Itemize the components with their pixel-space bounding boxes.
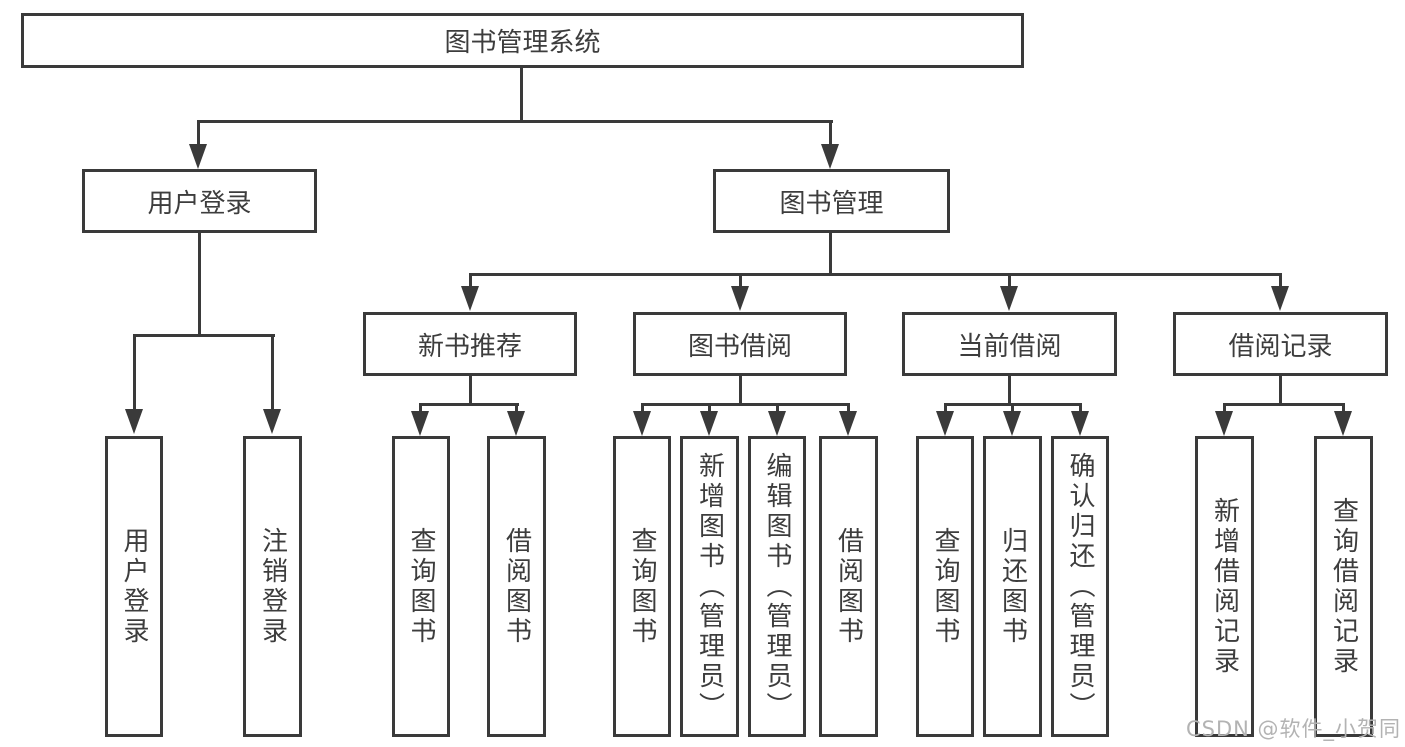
node-current-borrow: 当前借阅 [902, 312, 1117, 376]
connector-line [133, 334, 136, 412]
connector-line [1079, 403, 1082, 415]
arrow-down-icon [411, 411, 429, 436]
connector-line [847, 403, 850, 415]
connector-line [1011, 403, 1014, 415]
connector-line [469, 374, 472, 406]
connector-line [1279, 374, 1282, 406]
node-user-login: 用户登录 [82, 169, 317, 233]
leaf-borrow-query-books: 查询图书 [613, 436, 671, 737]
connector-line [829, 120, 832, 148]
connector-line [197, 120, 200, 148]
arrow-down-icon [731, 286, 749, 311]
connector-line [469, 273, 472, 289]
arrow-down-icon [1271, 286, 1289, 311]
connector-line [419, 403, 519, 406]
connector-line [641, 403, 850, 406]
node-book-management: 图书管理 [713, 169, 950, 233]
connector-line [776, 403, 779, 415]
leaf-add-borrow-record: 新增借阅记录 [1195, 436, 1254, 737]
arrow-down-icon [1000, 286, 1018, 311]
connector-line [198, 232, 201, 337]
arrow-down-icon [700, 411, 718, 436]
connector-line [1223, 403, 1345, 406]
arrow-down-icon [461, 286, 479, 311]
leaf-query-borrow-record: 查询借阅记录 [1314, 436, 1373, 737]
connector-line [197, 120, 833, 123]
leaf-edit-books-admin: 编辑图书（管理员） [748, 436, 806, 737]
connector-line [829, 232, 832, 276]
connector-line [1342, 403, 1345, 415]
connector-line [641, 403, 644, 415]
leaf-logout-login: 注销登录 [243, 436, 302, 737]
arrow-down-icon [507, 411, 525, 436]
node-new-book-recommend: 新书推荐 [363, 312, 577, 376]
csdn-watermark: CSDN @软件_小贺同学 [1186, 717, 1402, 741]
node-borrow-records: 借阅记录 [1173, 312, 1388, 376]
arrow-down-icon [839, 411, 857, 436]
connector-line [1279, 273, 1282, 289]
connector-line [739, 273, 742, 289]
arrow-down-icon [263, 409, 281, 434]
leaf-recommend-borrow-books: 借阅图书 [487, 436, 546, 737]
connector-line [708, 403, 711, 415]
connector-line [515, 403, 518, 415]
connector-line [944, 403, 947, 415]
leaf-recommend-query-books: 查询图书 [392, 436, 450, 737]
arrow-down-icon [633, 411, 651, 436]
leaf-borrow-borrow-books: 借阅图书 [819, 436, 878, 737]
node-book-borrow: 图书借阅 [633, 312, 847, 376]
leaf-user-login: 用户登录 [105, 436, 163, 737]
connector-line [1008, 273, 1011, 289]
arrow-down-icon [1003, 411, 1021, 436]
connector-line [469, 273, 1282, 276]
connector-line [739, 374, 742, 406]
leaf-confirm-return-admin: 确认归还（管理员） [1051, 436, 1109, 737]
arrow-down-icon [189, 144, 207, 169]
connector-line [1223, 403, 1226, 415]
arrow-down-icon [125, 409, 143, 434]
node-root: 图书管理系统 [21, 13, 1024, 68]
connector-line [520, 66, 523, 122]
arrow-down-icon [1071, 411, 1089, 436]
leaf-current-query-books: 查询图书 [916, 436, 974, 737]
connector-line [1008, 374, 1011, 406]
arrow-down-icon [768, 411, 786, 436]
arrow-down-icon [1215, 411, 1233, 436]
connector-line [271, 334, 274, 412]
connector-line [419, 403, 422, 415]
arrow-down-icon [821, 144, 839, 169]
leaf-add-books-admin: 新增图书（管理员） [680, 436, 739, 737]
connector-line [133, 334, 275, 337]
arrow-down-icon [936, 411, 954, 436]
leaf-return-books: 归还图书 [983, 436, 1042, 737]
arrow-down-icon [1334, 411, 1352, 436]
